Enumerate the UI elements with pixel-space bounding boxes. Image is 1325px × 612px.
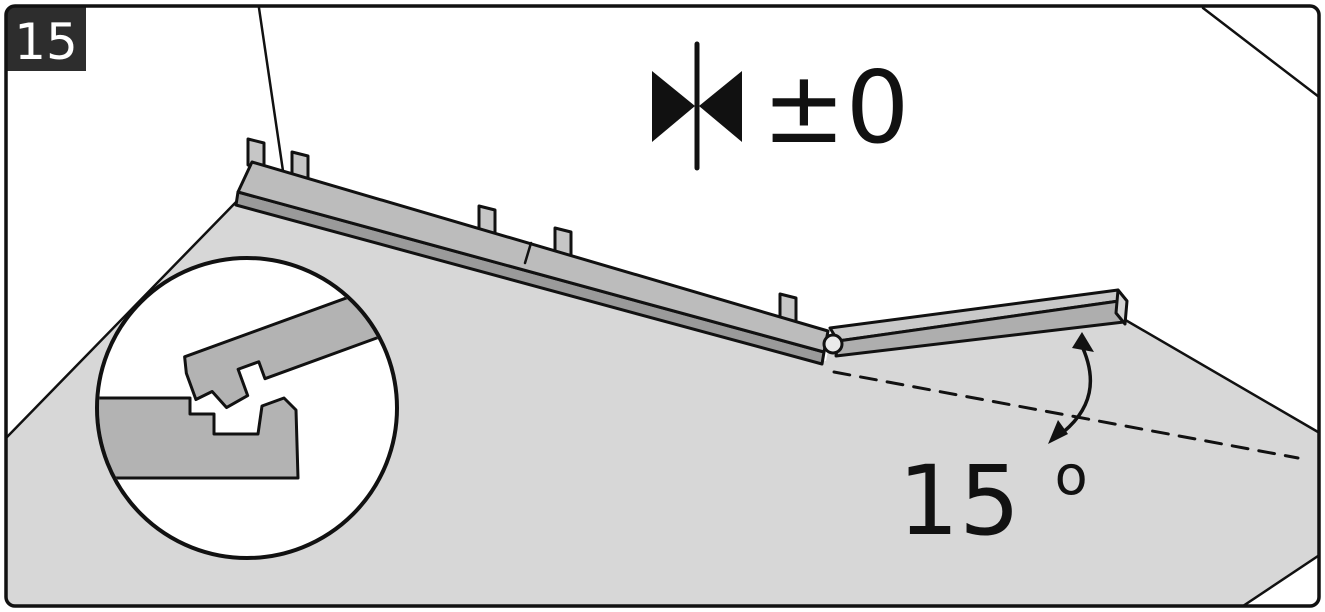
arrow-head-bottom (1048, 420, 1068, 444)
angle-label: 15 o (898, 444, 1088, 557)
laid-plank-top (236, 160, 830, 354)
flush-icon-left-triangle (652, 71, 695, 142)
floor-edge-line (1120, 316, 1318, 434)
figure-border (4, 4, 1321, 608)
step-number: 15 (14, 13, 78, 71)
tolerance-label: ±0 (762, 49, 909, 166)
angle-superscript: o (1055, 444, 1088, 507)
flush-joint-symbol: ±0 (652, 41, 909, 171)
angle-value: 15 (898, 445, 1020, 557)
tilted-plank-end (1114, 288, 1129, 326)
arrow-head-top (1072, 332, 1094, 352)
joint-detail (99, 260, 395, 480)
left-wall-floor-line (7, 198, 240, 439)
flush-icon-right-triangle (699, 71, 742, 142)
pivot-marker-icon (822, 333, 844, 355)
right-wall-corner-line (1201, 7, 1318, 99)
tongue-board-profile (183, 260, 395, 410)
flat-position-dashed-line (832, 370, 1300, 460)
plank-seam-line (523, 241, 533, 265)
angle-arc-arrow (1055, 340, 1093, 439)
step-number-badge (7, 7, 86, 71)
detail-inset-ring (95, 256, 399, 560)
room-scene: 15 o ±0 15 (7, 7, 1318, 605)
wall-corner-line (257, 7, 285, 173)
groove-board-profile (99, 396, 300, 480)
bottom-right-corner-line (1241, 554, 1318, 605)
